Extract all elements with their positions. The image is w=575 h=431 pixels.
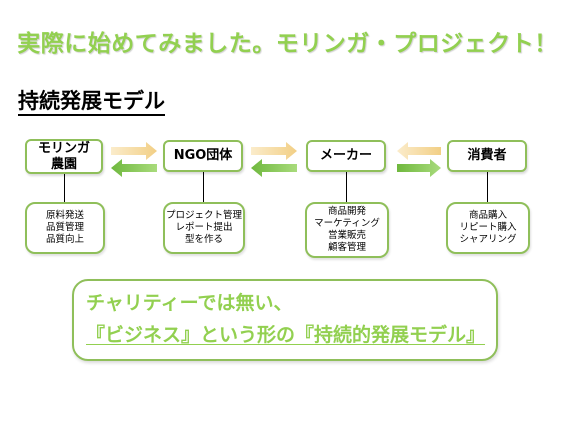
detail-line: 商品開発: [327, 206, 366, 217]
arrow-right-icon: [251, 142, 297, 160]
message-box: [72, 279, 498, 361]
connector-line: [203, 172, 204, 202]
connector-line: [346, 172, 347, 202]
page-title: 実際に始めてみました。モリンガ・プロジェクト！: [17, 31, 558, 57]
detail-line: リピート購入: [459, 222, 517, 233]
detail-line: シャアリング: [459, 234, 517, 245]
connector-line: [487, 172, 488, 202]
message-line-2: 『ビジネス』という形の『持続的発展モデル』: [86, 324, 486, 346]
arrow-left-icon: [111, 159, 157, 177]
node-ngo: NGO団体: [163, 140, 243, 172]
detail-line: レポート提出: [175, 222, 233, 233]
connector-line: [64, 174, 65, 202]
arrow-right-icon: [397, 159, 441, 177]
node-label-line: 農園: [50, 156, 77, 172]
detail-line: 顧客管理: [327, 242, 366, 253]
node-label: メーカー: [319, 148, 372, 163]
detail-line: 品質向上: [45, 234, 84, 245]
node-consumer: 消費者: [447, 140, 527, 172]
arrow-left-icon: [251, 159, 297, 177]
arrow-left-icon: [397, 142, 441, 160]
detail-box-maker: 商品開発 マーケティング 営業販売 顧客管理: [305, 202, 389, 258]
detail-line: マーケティング: [314, 218, 380, 229]
node-maker: メーカー: [306, 140, 386, 172]
detail-line: プロジェクト管理: [165, 210, 242, 221]
node-label-line: モリンガ: [37, 140, 90, 156]
node-label: NGO団体: [173, 148, 233, 163]
node-moringa-farm: モリンガ 農園: [25, 139, 103, 174]
node-label: 消費者: [467, 148, 507, 163]
detail-line: 原料発送: [45, 210, 84, 221]
diagram-heading: 持続発展モデル: [18, 89, 165, 116]
detail-line: 品質管理: [45, 222, 84, 233]
detail-line: 型を作る: [184, 234, 223, 245]
detail-line: 商品購入: [468, 210, 507, 221]
message-line-1: チャリティーでは無い、: [86, 292, 293, 314]
detail-box-farm: 原料発送 品質管理 品質向上: [25, 202, 105, 254]
detail-box-consumer: 商品購入 リピート購入 シャアリング: [446, 202, 530, 254]
arrow-right-icon: [111, 142, 157, 160]
detail-line: 営業販売: [327, 230, 366, 241]
detail-box-ngo: プロジェクト管理 レポート提出 型を作る: [163, 202, 245, 254]
